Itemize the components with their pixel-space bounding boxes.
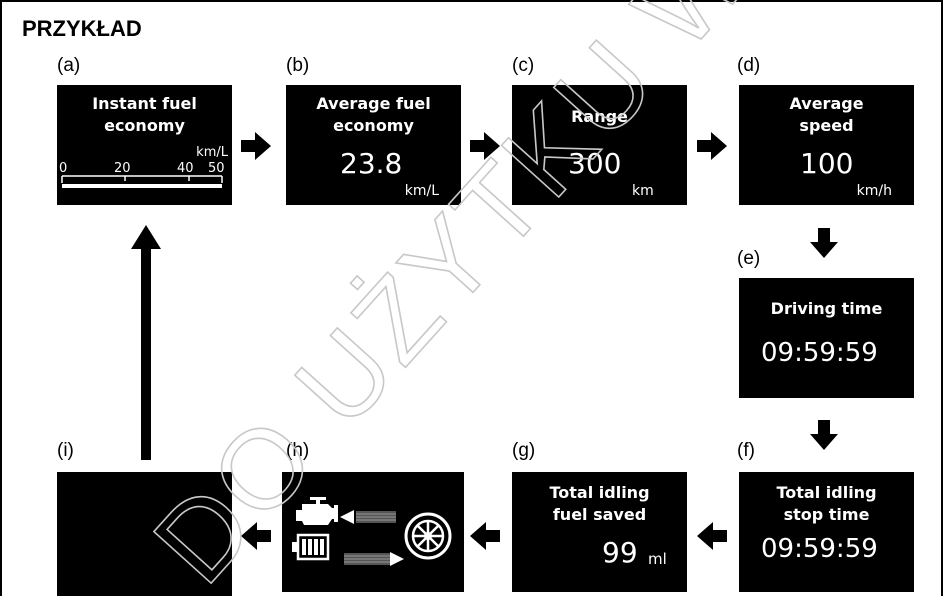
screen-driving-time: Driving time 09:59:59 — [739, 278, 914, 398]
energy-flow-graphic — [292, 497, 452, 566]
screen-title-line1: Average — [789, 94, 864, 113]
screen-title-line1: Instant fuel — [92, 94, 197, 113]
screen-title: Range — [571, 107, 628, 126]
screen-blank — [57, 472, 232, 596]
arrow-icon — [697, 522, 727, 550]
panel-label-f: (f) — [737, 440, 755, 461]
screen-total-idling-stop-time: Total idling stop time 09:59:59 — [739, 472, 914, 592]
screen-energy-flow — [282, 472, 464, 592]
fuel-saved-value: 99 — [602, 536, 638, 569]
screen-title-line2: economy — [333, 116, 414, 135]
scale-tick-label: 0 — [59, 161, 68, 176]
arrow-icon — [470, 132, 500, 160]
arrow-icon — [810, 228, 838, 258]
unit-label: ml — [648, 550, 667, 568]
unit-label: km/L — [196, 145, 228, 160]
panel-label-b: (b) — [286, 55, 310, 76]
unit-label: km — [632, 183, 654, 199]
arrow-icon — [470, 522, 500, 550]
wheel-icon — [404, 512, 452, 560]
screen-title-line1: Total idling — [549, 483, 650, 502]
unit-label: km/h — [856, 183, 892, 199]
battery-icon — [292, 533, 330, 561]
average-speed-value: 100 — [800, 147, 854, 180]
screen-average-speed: Average speed 100 km/h — [739, 85, 914, 205]
screen-total-idling-fuel-saved: Total idling fuel saved 99 ml — [512, 472, 687, 592]
fuel-economy-bar-gauge — [61, 175, 223, 188]
scale-tick-label: 50 — [208, 161, 225, 176]
page-title: PRZYKŁAD — [22, 16, 142, 41]
arrow-icon — [810, 420, 838, 450]
driving-time-value: 09:59:59 — [761, 338, 878, 368]
scale-tick-label: 20 — [114, 161, 131, 176]
panel-label-a: (a) — [57, 55, 81, 76]
screen-title: Driving time — [770, 299, 883, 318]
arrow-icon — [241, 132, 271, 160]
screen-average-fuel-economy: Average fuel economy 23.8 km/L — [286, 85, 461, 205]
screen-title-line2: fuel saved — [552, 505, 647, 524]
screen-title-line2: speed — [799, 116, 854, 135]
scale-tick-label: 40 — [177, 161, 194, 176]
screen-title-line1: Total idling — [776, 483, 877, 502]
panel-label-i: (i) — [57, 440, 74, 461]
arrow-icon — [340, 510, 396, 524]
panel-label-d: (d) — [737, 55, 761, 76]
arrow-icon — [241, 522, 271, 550]
screen-title-line2: stop time — [783, 505, 870, 524]
panel-label-h: (h) — [286, 440, 310, 461]
panel-label-c: (c) — [512, 55, 535, 76]
unit-label: km/L — [404, 183, 439, 199]
arrow-icon — [697, 132, 727, 160]
engine-icon — [296, 497, 338, 525]
screen-range: Range 300 km — [512, 85, 687, 205]
idling-stop-time-value: 09:59:59 — [761, 534, 878, 564]
screen-title-line2: economy — [104, 116, 185, 135]
arrow-icon — [344, 552, 404, 566]
panel-label-e: (e) — [737, 248, 761, 269]
screen-title-line1: Average fuel — [316, 94, 431, 113]
arrow-icon — [131, 225, 161, 460]
panel-label-g: (g) — [512, 440, 536, 461]
range-value: 300 — [568, 147, 622, 180]
average-fuel-economy-value: 23.8 — [340, 147, 403, 180]
screen-instant-fuel-economy: Instant fuel economy km/L 0 20 40 50 — [57, 85, 232, 205]
